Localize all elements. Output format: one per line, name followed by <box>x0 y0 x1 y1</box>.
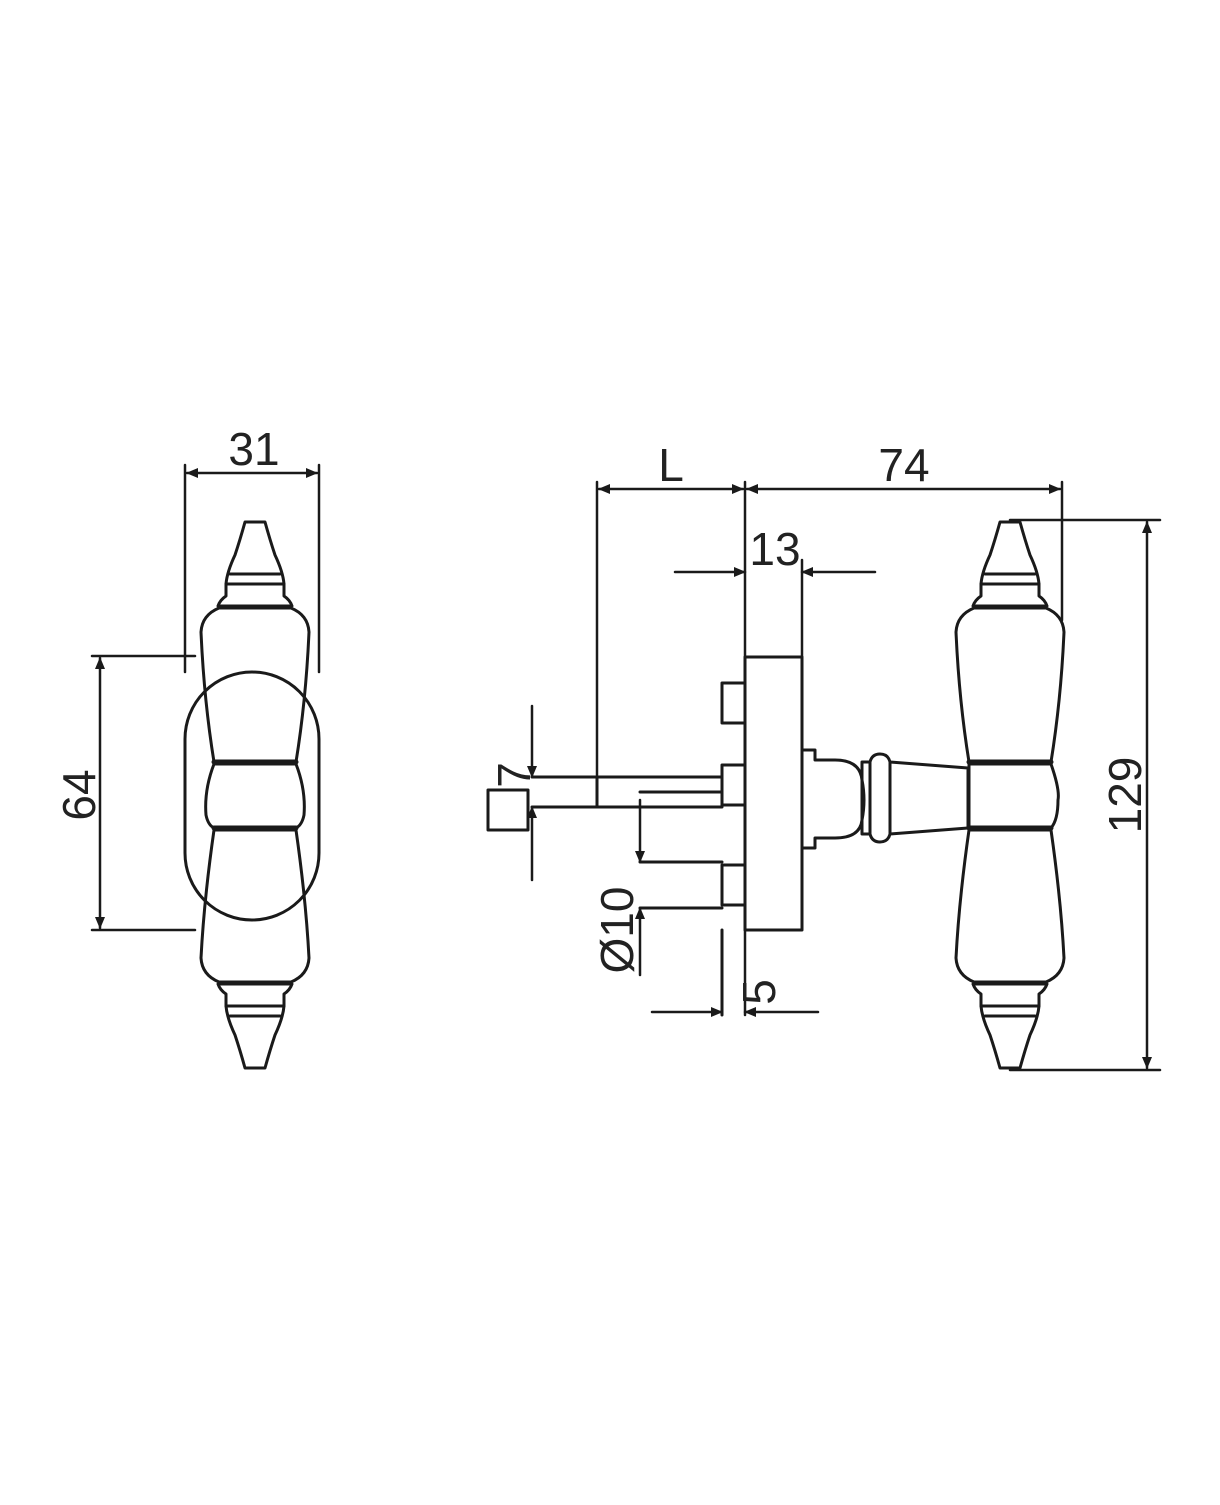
side-handle-lower <box>954 828 1066 984</box>
side-handle-collar <box>967 762 1060 830</box>
rose-plate <box>183 670 321 922</box>
upper-pin <box>720 681 747 725</box>
side-handle-upper <box>954 606 1066 764</box>
dim-129-label: 129 <box>1099 757 1151 834</box>
dim-5-label: 5 <box>733 979 785 1005</box>
side-top-finial <box>971 520 1049 608</box>
side-view <box>486 480 1162 1072</box>
rose-plate-side <box>743 655 804 932</box>
side-bottom-finial <box>971 982 1049 1070</box>
front-view <box>90 463 321 1070</box>
top-finial <box>216 520 294 608</box>
dim-diameter-10-label: Ø10 <box>591 887 643 974</box>
dim-64-label: 64 <box>53 769 105 820</box>
spindle-square-end <box>486 788 530 832</box>
dim-13-label: 13 <box>749 523 800 575</box>
handle-ferrule <box>860 752 970 844</box>
bottom-finial <box>216 982 294 1070</box>
dim-74-label: 74 <box>878 439 929 491</box>
handle-collar <box>204 762 306 830</box>
dim-L-label: L <box>658 439 684 491</box>
handle-lower-body <box>199 828 311 984</box>
lower-pin <box>720 863 747 907</box>
dim-7-label: 7 <box>488 762 540 788</box>
handle-neck <box>800 748 866 850</box>
dim-31-label: 31 <box>228 423 279 475</box>
spindle-boss <box>720 763 747 807</box>
